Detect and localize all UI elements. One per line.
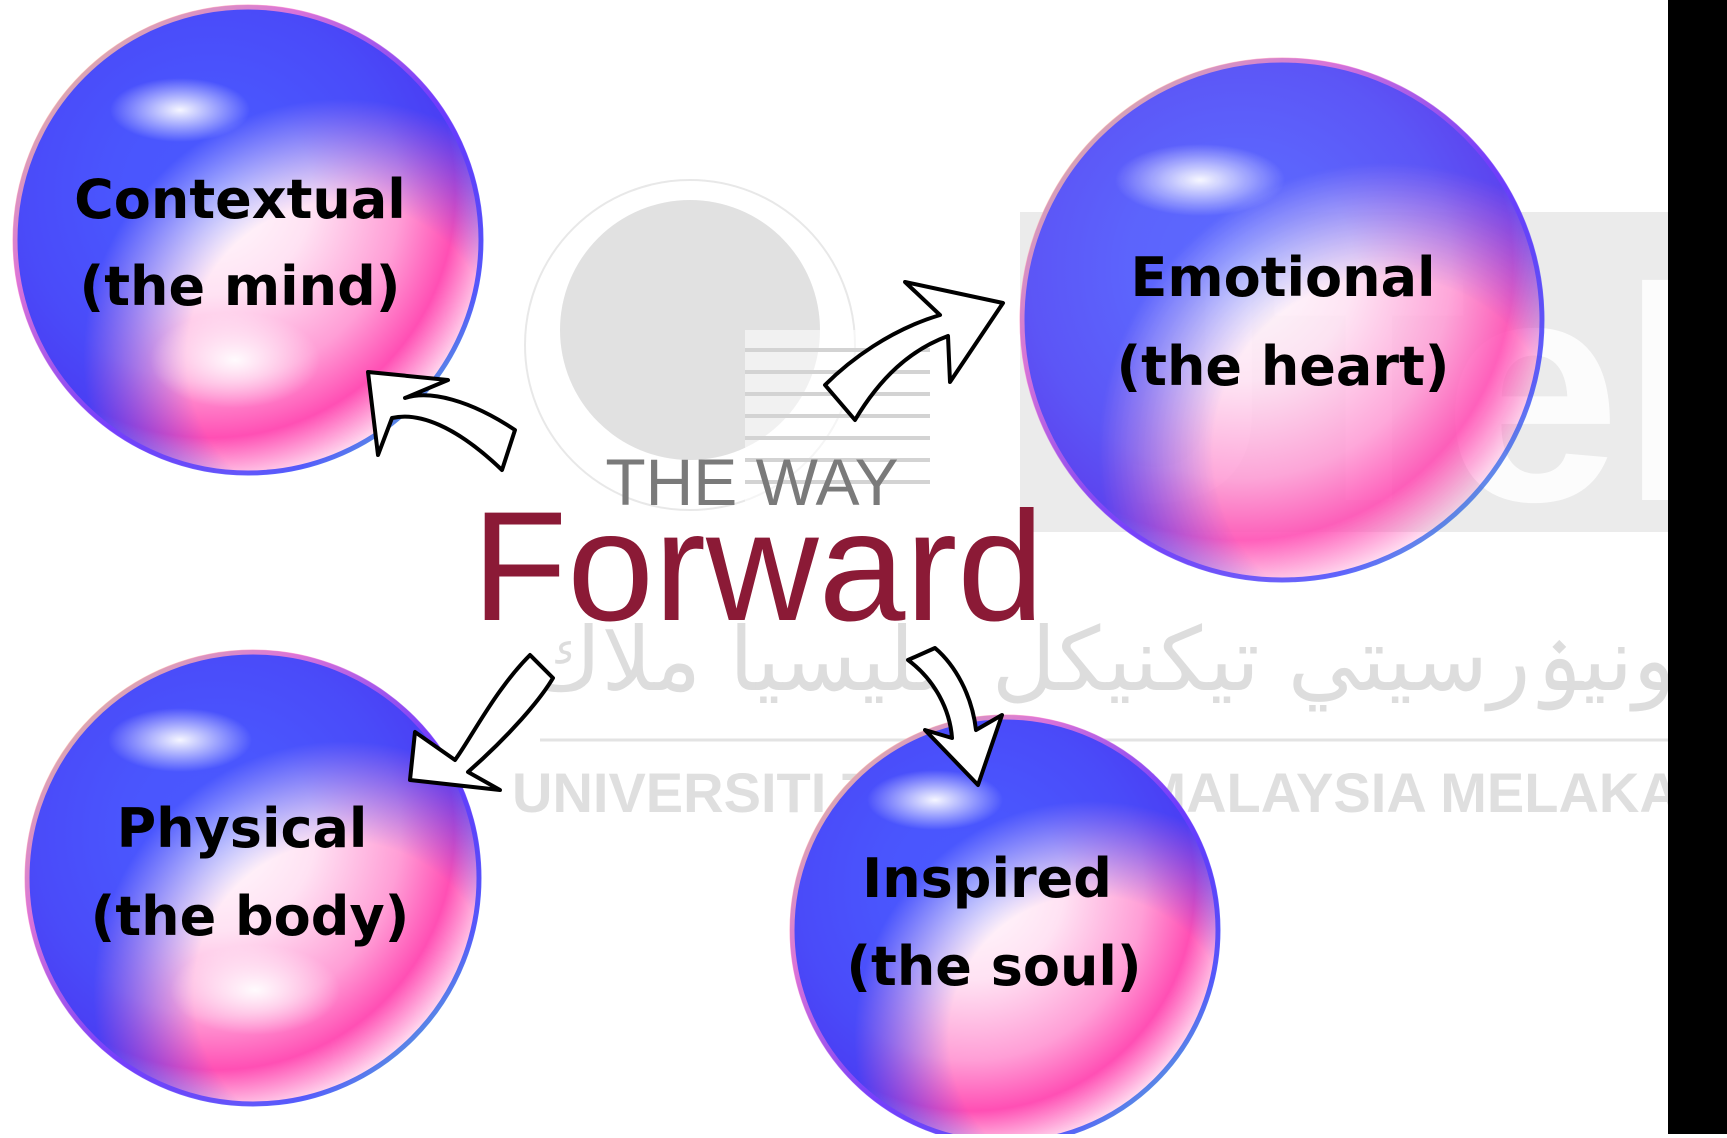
bubble-physical-highlight	[108, 708, 252, 772]
bubble-emotional-highlight	[1115, 144, 1285, 216]
bubble-emotional-rim	[1019, 57, 1545, 583]
bubble-inspired-highlight	[867, 770, 1003, 830]
center-the-way: THE WAY	[605, 445, 898, 519]
arrow-to-emotional	[823, 280, 1005, 422]
bubble-inspired-title: Inspired	[862, 847, 1112, 910]
bubble-contextual-highlight	[110, 78, 250, 142]
bubble-contextual-title: Contextual	[74, 168, 406, 231]
bubble-contextual-core	[150, 312, 320, 408]
right-edge-bar	[1668, 0, 1727, 1134]
bubble-physical-core	[170, 945, 340, 1035]
bubble-contextual: Contextual (the mind)	[12, 4, 484, 476]
arrow-to-contextual	[366, 370, 517, 472]
bubble-emotional: Emotional (the heart)	[1019, 57, 1545, 583]
bubble-emotional-subtitle: (the heart)	[1117, 335, 1450, 398]
watermark-emblem-ring	[524, 179, 856, 511]
bubble-physical-subtitle: (the body)	[91, 885, 410, 948]
bubble-physical-title: Physical	[117, 797, 368, 860]
center-forward: Forward	[472, 480, 1044, 654]
bubble-contextual-subtitle: (the mind)	[80, 255, 401, 318]
arrow-to-inspired	[906, 646, 1004, 787]
bubble-inspired: Inspired (the soul)	[789, 714, 1221, 1138]
bubble-inspired-subtitle: (the soul)	[846, 935, 1141, 998]
bubble-inspired-rim	[789, 714, 1221, 1138]
bubble-physical-rim	[24, 649, 482, 1107]
arrow-to-physical	[408, 653, 555, 792]
bubble-contextual-rim	[12, 4, 484, 476]
watermark-jawi-text: اونيۏرسيتي تيكنيكل مليسيا ملاك	[529, 608, 1700, 712]
bubble-emotional-title: Emotional	[1130, 246, 1435, 309]
bubble-physical: Physical (the body)	[24, 649, 482, 1107]
